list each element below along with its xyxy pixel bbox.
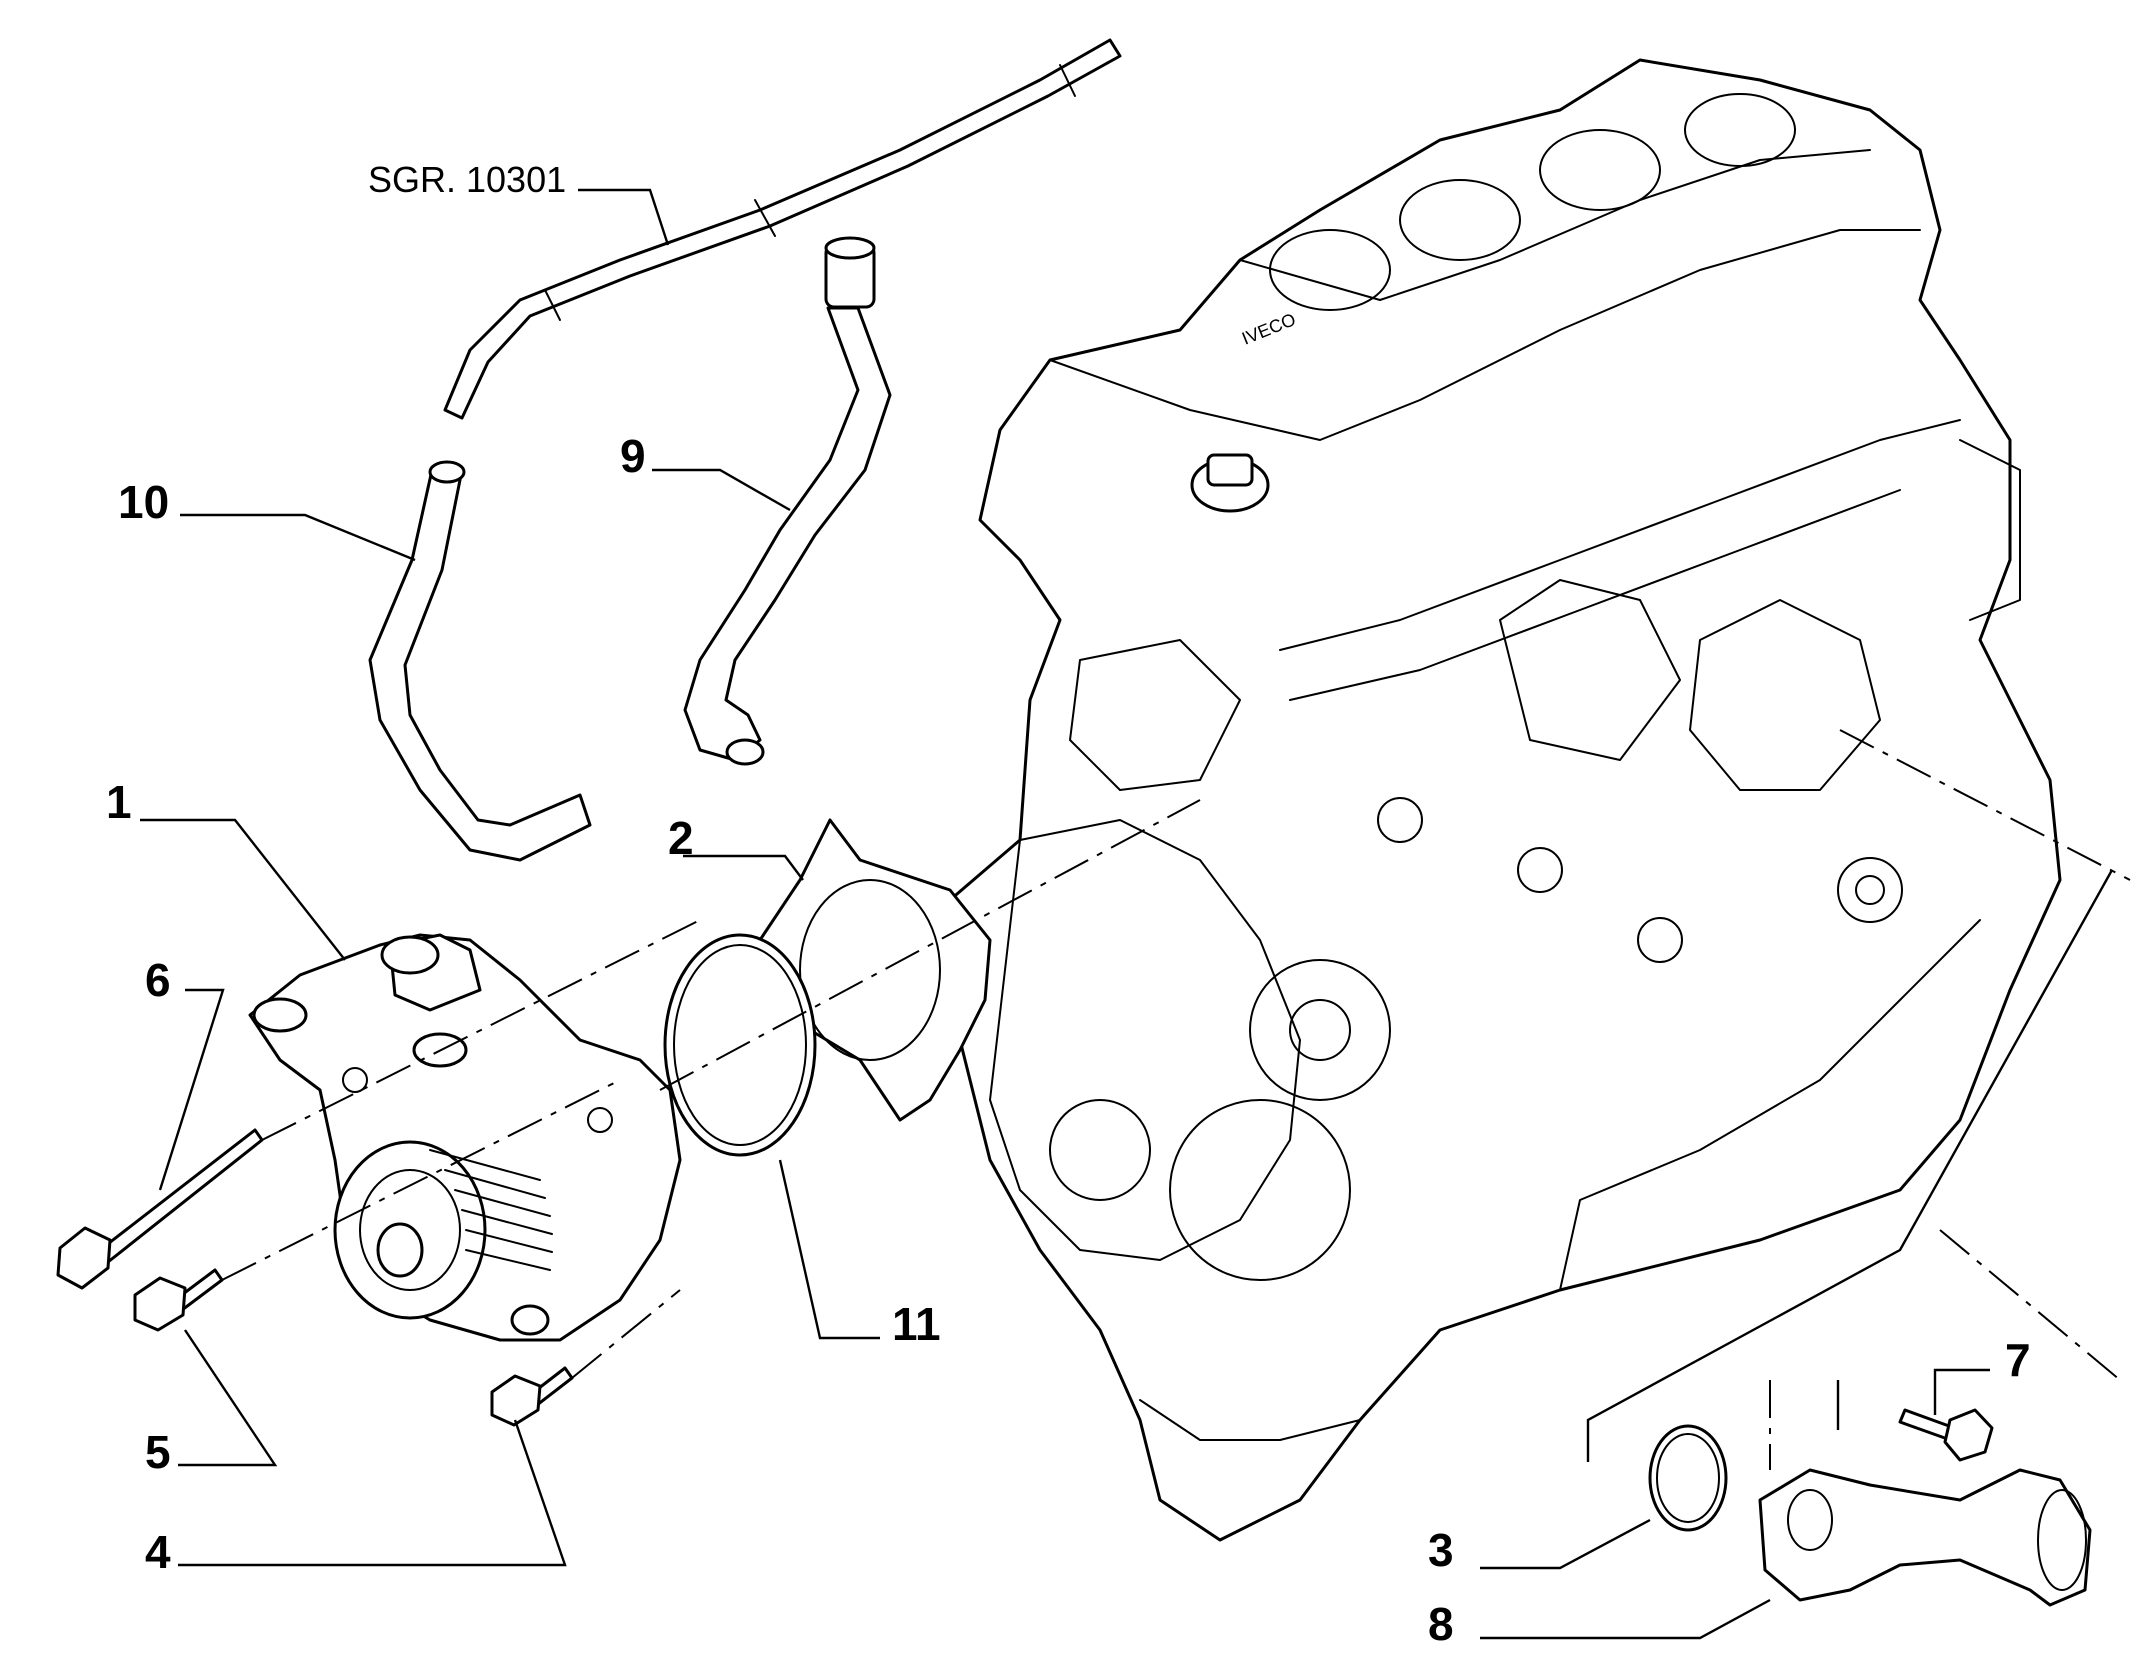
callout-11: 11 <box>892 1298 941 1350</box>
callout-labels: SGR. 10301 1 2 3 4 5 6 7 8 9 10 11 <box>106 159 2031 1650</box>
callout-3: 3 <box>1428 1524 1454 1576</box>
coolant-pipe <box>443 38 1122 420</box>
bolt-6 <box>56 1128 264 1290</box>
hose-10 <box>368 460 592 862</box>
water-pump <box>248 933 682 1342</box>
bolt-5 <box>133 1268 224 1332</box>
callout-10: 10 <box>118 476 169 528</box>
o-ring-11 <box>663 933 817 1157</box>
callout-6: 6 <box>145 954 171 1006</box>
callout-7: 7 <box>2005 1334 2031 1386</box>
alignment-lines <box>221 729 2131 1470</box>
leader-lines <box>140 188 1990 1640</box>
bolt-4 <box>490 1366 574 1427</box>
group-reference-label: SGR. 10301 <box>368 159 566 200</box>
bracket-lines <box>1586 869 2114 1462</box>
callout-9: 9 <box>620 430 646 482</box>
engine-block: IVECO <box>948 58 2062 1542</box>
callout-8: 8 <box>1428 1598 1454 1650</box>
callout-1: 1 <box>106 776 132 828</box>
callout-4: 4 <box>145 1526 171 1578</box>
callout-2: 2 <box>668 812 694 864</box>
bolt-7 <box>1898 1408 1994 1462</box>
callout-5: 5 <box>145 1426 171 1478</box>
o-ring-3 <box>1648 1424 1728 1532</box>
pipe-8 <box>1758 1468 2092 1607</box>
hose-9 <box>683 236 892 766</box>
